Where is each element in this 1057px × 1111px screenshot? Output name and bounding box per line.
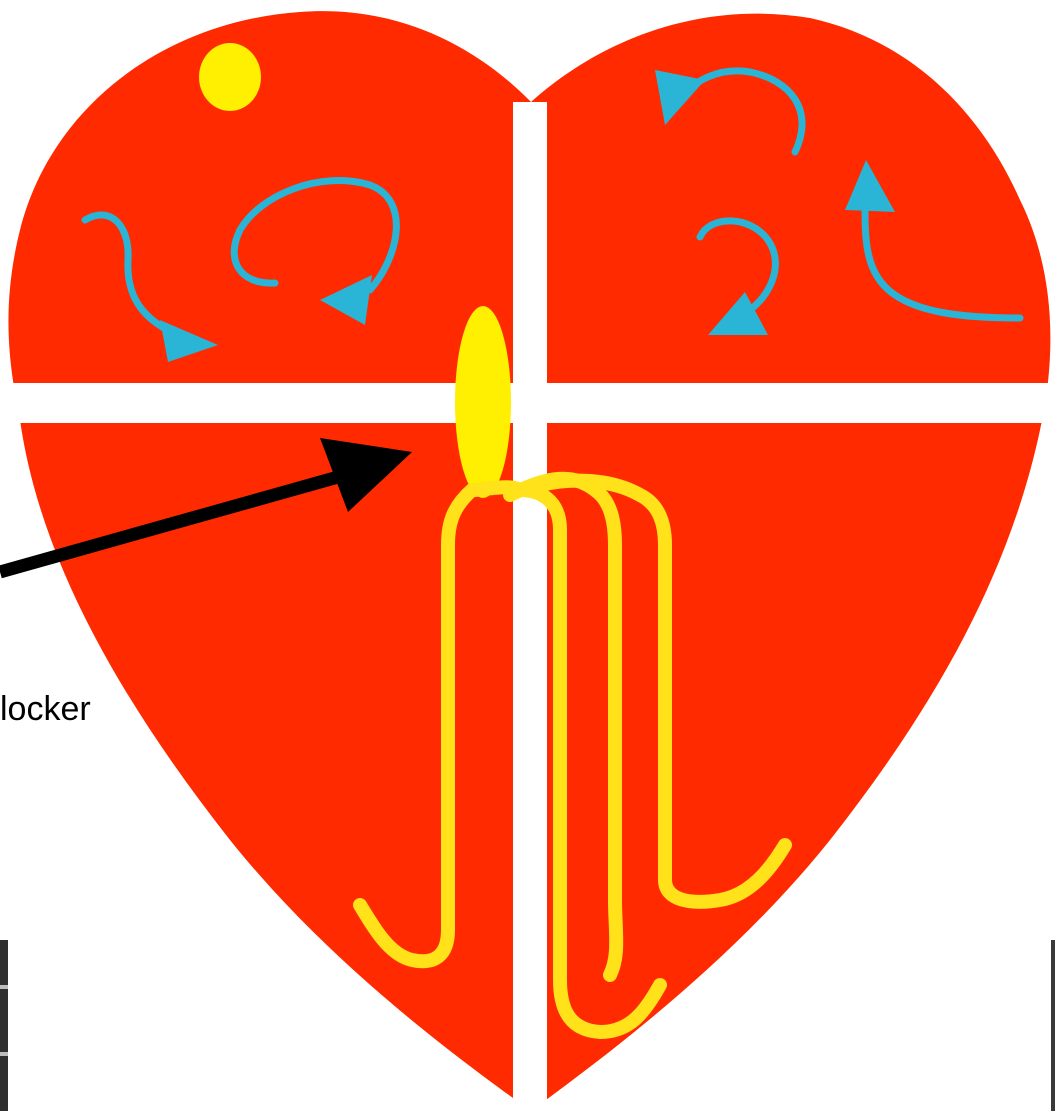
sinoatrial-node <box>199 43 261 111</box>
frame-edge-right <box>1051 940 1055 1111</box>
septum-horizontal <box>0 383 1057 423</box>
septum-vertical <box>513 102 547 1111</box>
locker-label: locker <box>0 690 91 728</box>
frame-edge-left-mark-1 <box>0 985 8 989</box>
frame-edge-left-mark-2 <box>0 1052 8 1056</box>
frame-edge-left <box>0 940 8 1111</box>
atrioventricular-node <box>455 306 511 498</box>
